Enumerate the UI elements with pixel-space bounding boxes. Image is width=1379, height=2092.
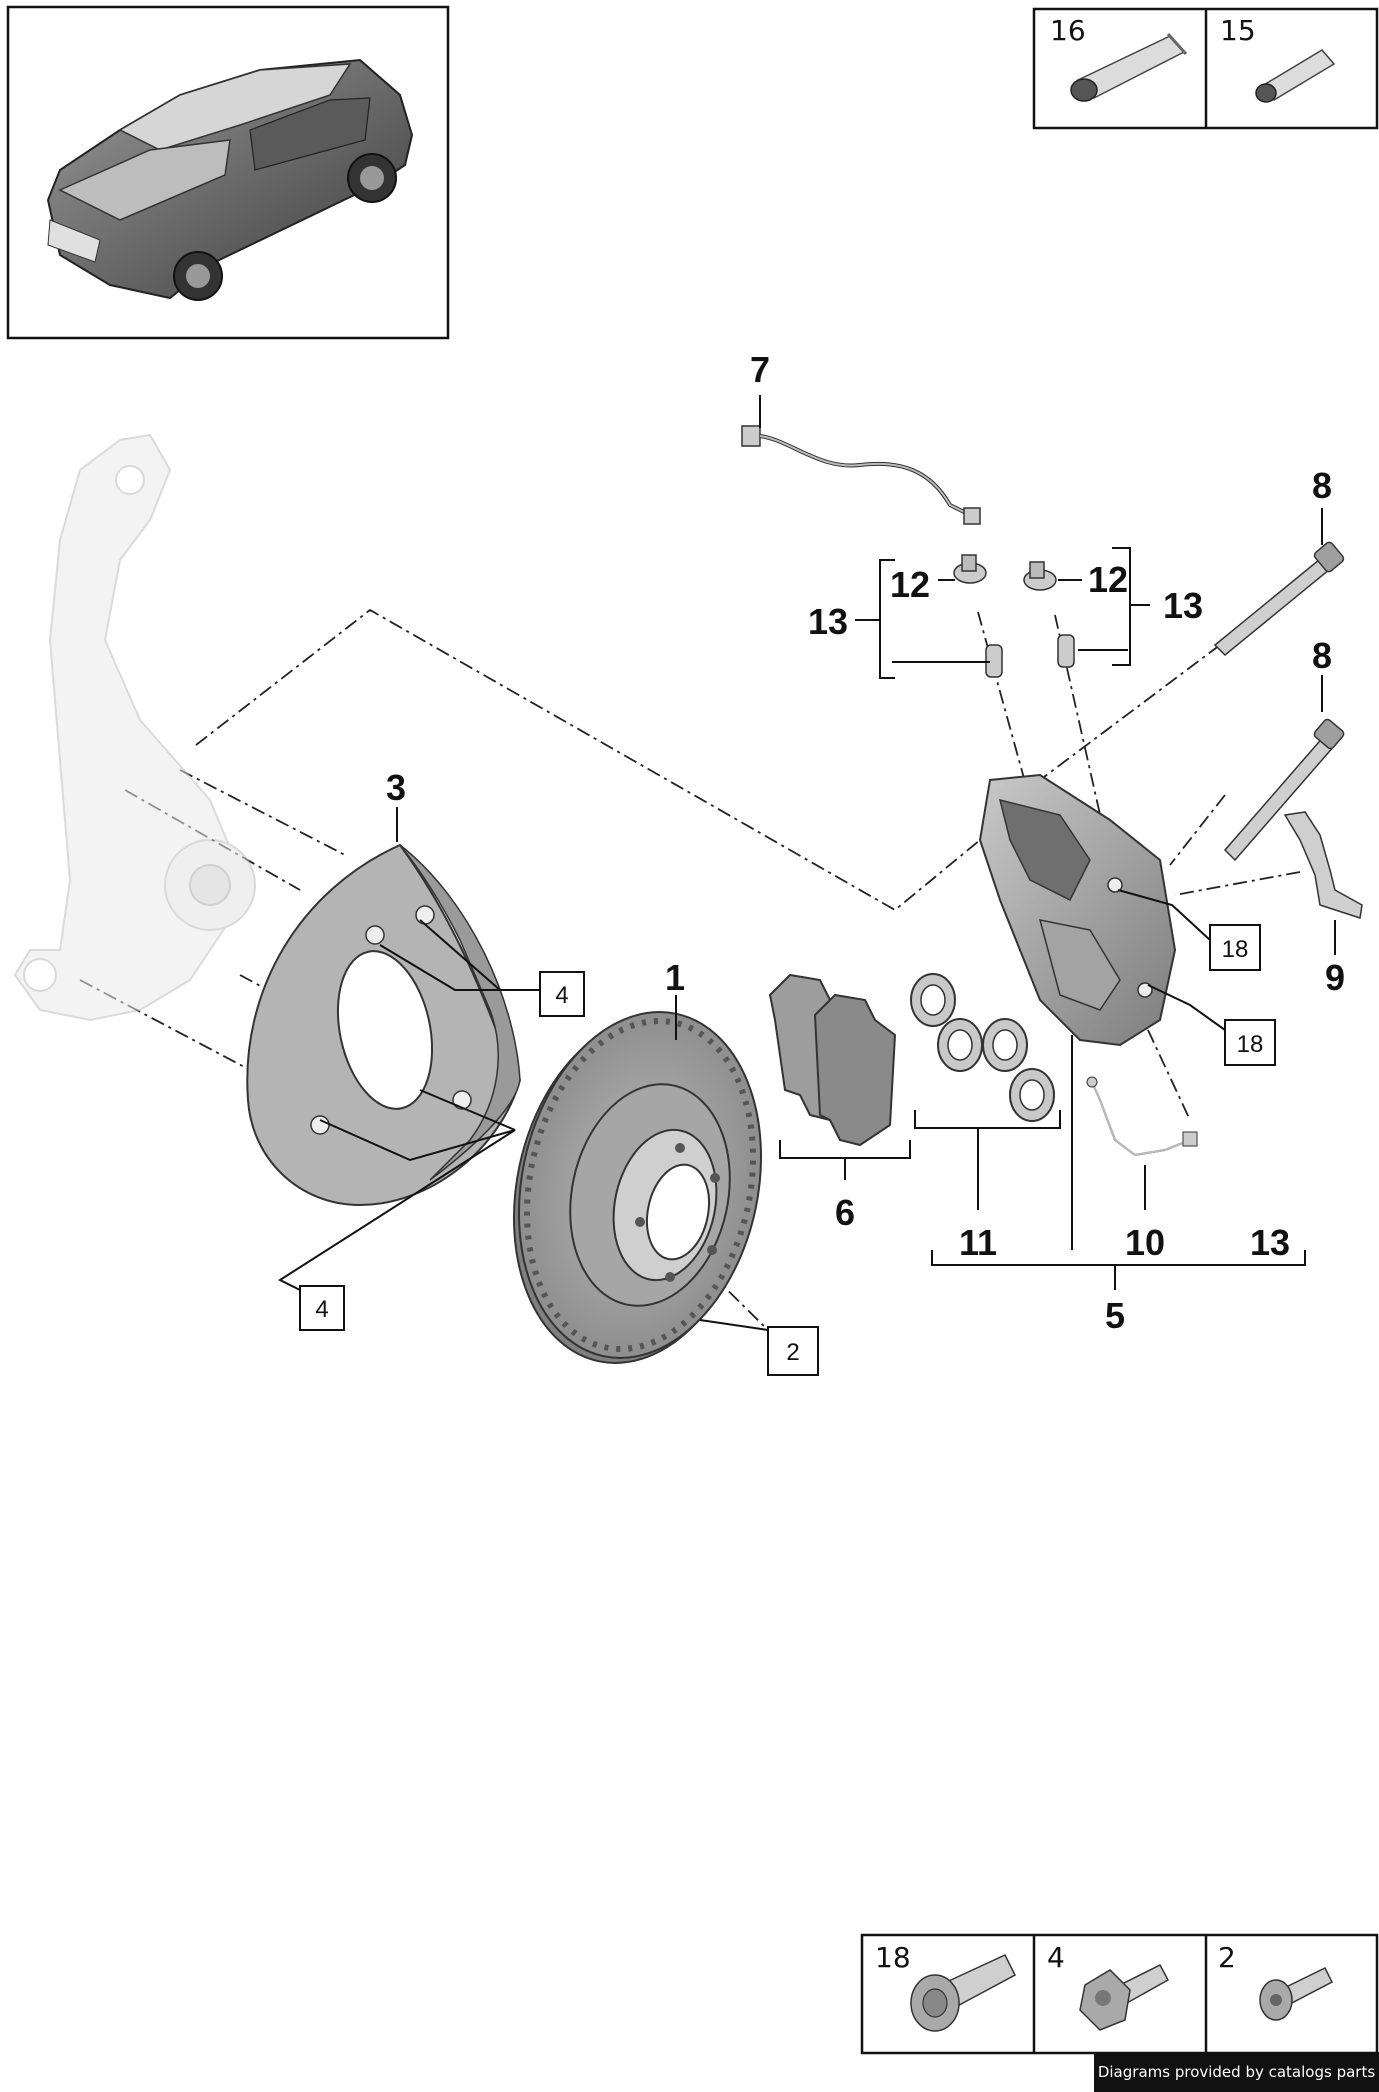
callout-11: 11: [959, 1222, 997, 1263]
callout-13-left: 13: [808, 601, 848, 642]
bleeder-cap-left-icon: [953, 554, 987, 584]
ref-box-4-upper: 4: [539, 971, 585, 1017]
splined-bolt-icon: [910, 1954, 1016, 2032]
ref-4-upper: 4: [555, 982, 568, 1009]
ref-18-upper: 18: [1222, 936, 1249, 963]
caliper-bolts: [1213, 541, 1345, 862]
steering-knuckle: [13, 433, 256, 1022]
suv-illustration-icon: [46, 58, 414, 301]
credit-banner: Diagrams provided by catalogs parts: [1094, 2052, 1379, 2092]
ref-box-2: 2: [767, 1326, 819, 1376]
brake-caliper: [978, 773, 1177, 1047]
callout-13-bottom: 13: [1250, 1222, 1290, 1263]
boxed-references: 4 4 2 18 18: [299, 924, 1276, 1376]
ref-box-18-lower: 18: [1224, 1019, 1276, 1066]
leader-lines: [277, 395, 1336, 1331]
wear-sensor: [741, 425, 981, 525]
callout-numbers: 1 3 5 6 7 8 8 9 10 11 12 12 13 13 13: [386, 349, 1345, 1336]
legend-cell-18: 18: [875, 1941, 1016, 2032]
callout-8-upper: 8: [1312, 465, 1332, 506]
callout-7: 7: [750, 349, 770, 390]
brake-dust-shield: [246, 843, 522, 1207]
legend-cell-16: 16: [1050, 14, 1188, 102]
legend-number-15: 15: [1220, 14, 1256, 47]
piston-seals: [910, 973, 1055, 1122]
grease-tube-large-icon: [1070, 32, 1188, 102]
callout-12-left: 12: [890, 564, 930, 605]
bleeder-screws: [953, 554, 1075, 678]
top-legend-table: 16 15: [1032, 7, 1379, 130]
callout-13-right: 13: [1163, 585, 1203, 626]
callout-9: 9: [1325, 957, 1345, 998]
callout-3: 3: [386, 767, 406, 808]
legend-number-18: 18: [875, 1941, 911, 1974]
callout-8-lower: 8: [1312, 635, 1332, 676]
retaining-spring: [1283, 811, 1363, 919]
legend-cell-2: 2: [1218, 1941, 1334, 2021]
callout-5: 5: [1105, 1295, 1125, 1336]
callout-1: 1: [665, 957, 685, 998]
countersunk-screw-icon: [1259, 1966, 1334, 2021]
callout-6: 6: [835, 1192, 855, 1233]
brake-hose: [1086, 1076, 1198, 1157]
vehicle-thumbnail: [6, 5, 450, 340]
ref-box-4-lower: 4: [299, 1285, 345, 1331]
bleeder-cap-right-icon: [1023, 561, 1057, 591]
ref-18-lower: 18: [1237, 1031, 1264, 1058]
torx-bolt-icon: [1079, 1964, 1170, 2031]
bottom-legend-table: 18 4 2: [860, 1933, 1379, 2055]
legend-cell-4: 4: [1047, 1941, 1170, 2031]
grease-tube-small-icon: [1255, 49, 1336, 103]
bleeder-screw-right-icon: [1057, 634, 1075, 668]
callout-12-right: 12: [1088, 559, 1128, 600]
legend-number-4: 4: [1047, 1941, 1065, 1974]
ref-4-lower: 4: [315, 1296, 328, 1323]
callout-10: 10: [1125, 1222, 1165, 1263]
legend-cell-15: 15: [1220, 14, 1336, 103]
brake-disc: [512, 1011, 763, 1364]
brake-pads: [768, 973, 897, 1147]
legend-number-2: 2: [1218, 1941, 1236, 1974]
ref-2: 2: [786, 1339, 799, 1366]
legend-number-16: 16: [1050, 14, 1086, 47]
ref-box-18-upper: 18: [1209, 924, 1261, 971]
